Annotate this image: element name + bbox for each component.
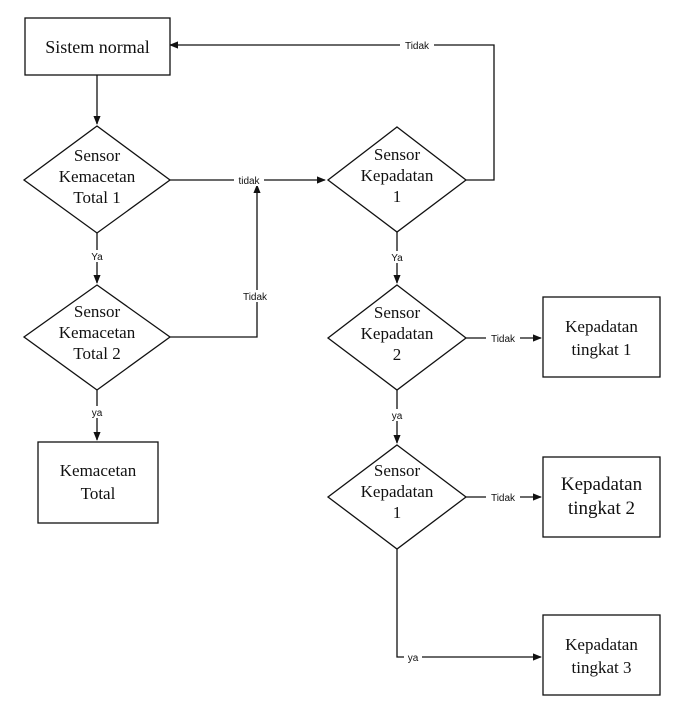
node-sistem-normal: Sistem normal <box>24 17 171 76</box>
label-kepadatan1b-ya: ya <box>408 653 419 664</box>
label-kepadatan2-tidak: Tidak <box>491 334 516 345</box>
node-label-line: tingkat 2 <box>568 498 635 519</box>
node-label-line: 1 <box>393 187 402 206</box>
node-kepadatan-tingkat-2: Kepadatan tingkat 2 <box>542 456 661 538</box>
node-label-line: Sensor <box>374 461 421 480</box>
label-kemacetan2-tidak: Tidak <box>243 292 268 303</box>
edge-kepadatan1b-ya <box>396 549 542 661</box>
node-label-line: Kepadatan <box>565 317 638 336</box>
node-label-line: Total 2 <box>73 344 120 363</box>
node-label-line: Sensor <box>374 303 421 322</box>
node-kepadatan-tingkat-2-label: Kepadatan tingkat 2 <box>561 474 643 519</box>
node-label-line: tingkat 3 <box>572 658 632 677</box>
node-label-line: 1 <box>393 503 402 522</box>
node-label-line: Kepadatan <box>561 474 643 495</box>
node-label-line: Kepadatan <box>361 324 434 343</box>
node-sistem-normal-label: Sistem normal <box>45 37 150 57</box>
edge-kemacetan2-tidak <box>170 184 261 338</box>
node-label-line: Total <box>81 484 116 503</box>
label-kepadatan2-ya: ya <box>392 411 403 422</box>
label-kemacetan1-ya: Ya <box>91 252 103 263</box>
node-label-line: Kemacetan <box>59 167 136 186</box>
node-label-line: 2 <box>393 345 402 364</box>
node-label-line: Kepadatan <box>361 482 434 501</box>
node-label-line: Sensor <box>374 145 421 164</box>
node-label-line: Kemacetan <box>59 323 136 342</box>
label-kepadatan1-tidak: Tidak <box>405 41 430 52</box>
node-label-line: Kepadatan <box>565 635 638 654</box>
node-label-line: Kepadatan <box>361 166 434 185</box>
edges: Sensor Kepadatan 1 (top) --> Sensor Kema… <box>93 41 542 661</box>
label-kemacetan2-ya: ya <box>92 408 103 419</box>
node-kepadatan-tingkat-3-label: Kepadatan tingkat 3 <box>565 635 638 677</box>
node-kepadatan-tingkat-1-label: Kepadatan tingkat 1 <box>565 317 638 359</box>
node-label-line: tingkat 1 <box>572 340 632 359</box>
node-kepadatan-tingkat-3: Kepadatan tingkat 3 <box>542 614 661 696</box>
node-label-line: Sensor <box>74 146 121 165</box>
label-kepadatan1-ya: Ya <box>391 253 403 264</box>
label-kemacetan1-tidak: tidak <box>238 176 260 187</box>
node-label-line: Kemacetan <box>60 461 137 480</box>
edge-labels: Tidak tidak Ya Tidak ya Ya Tidak ya Tida… <box>88 39 520 664</box>
node-label-line: Total 1 <box>73 188 120 207</box>
node-kepadatan-tingkat-1: Kepadatan tingkat 1 <box>542 296 661 378</box>
node-label-line: Sensor <box>74 302 121 321</box>
label-kepadatan1b-tidak: Tidak <box>491 493 516 504</box>
edge-kepadatan1-tidak <box>169 41 495 181</box>
